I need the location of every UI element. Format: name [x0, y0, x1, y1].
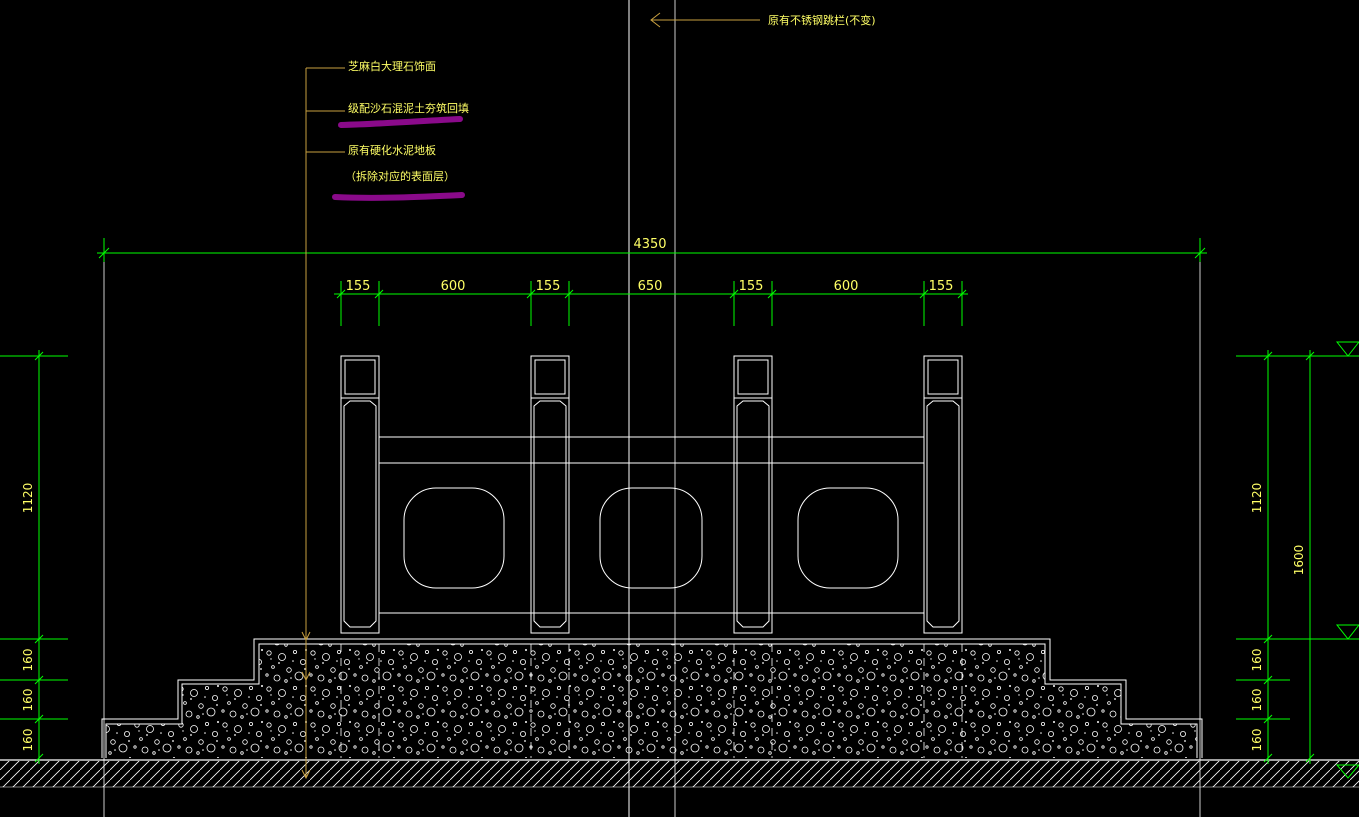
vertical-dimensions-right — [1236, 341, 1359, 779]
dim-seg-5: 155 — [739, 279, 764, 294]
dimension-labels: 4350 155 600 155 650 155 600 155 1120 16… — [21, 237, 1306, 751]
elevation-marker-ground — [1335, 764, 1359, 779]
elevation-marker-mid — [1335, 624, 1359, 640]
base-outline-inner — [105, 643, 1198, 758]
dim-right-1120: 1120 — [1250, 483, 1264, 514]
note-layer-3: 原有硬化水泥地板 — [348, 143, 436, 157]
note-top: 原有不锈钢跳栏(不变) — [768, 13, 876, 27]
dim-seg-7: 155 — [929, 279, 954, 294]
elevation-marker-top — [1335, 341, 1359, 357]
panel-medallion-center — [599, 487, 703, 589]
dim-right-160-a: 160 — [1250, 649, 1264, 672]
panel-medallion-left — [403, 487, 505, 589]
highlight-marks — [332, 116, 465, 201]
dim-left-160-a: 160 — [21, 649, 35, 672]
note-layer-3b: （拆除对应的表面层） — [345, 169, 455, 183]
highlight-mark-1 — [338, 116, 463, 128]
dim-right-1600: 1600 — [1292, 545, 1306, 576]
post-3 — [733, 355, 773, 634]
annotations: 原有不锈钢跳栏(不变) 芝麻白大理石饰面 级配沙石混泥土夯筑回填 原有硬化水泥地… — [345, 13, 876, 183]
post-4 — [923, 355, 963, 634]
dim-left-160-b: 160 — [21, 689, 35, 712]
leaders — [301, 12, 760, 780]
dim-seg-6: 600 — [834, 279, 859, 294]
dim-seg-3: 155 — [536, 279, 561, 294]
note-layer-1: 芝麻白大理石饰面 — [348, 59, 436, 73]
post-1 — [340, 355, 380, 634]
panel-medallion-right — [797, 487, 899, 589]
dim-seg-4: 650 — [638, 279, 663, 294]
dim-left-160-c: 160 — [21, 729, 35, 752]
dim-seg-1: 155 — [346, 279, 371, 294]
segment-ticks — [336, 281, 967, 326]
dim-total: 4350 — [633, 237, 666, 252]
stepped-base — [101, 638, 1203, 758]
base-fill — [106, 644, 1197, 758]
dim-right-160-b: 160 — [1250, 689, 1264, 712]
vertical-dimensions-left — [0, 350, 68, 764]
ground-hatch — [0, 761, 1359, 787]
ground — [0, 759, 1359, 788]
hidden-lines — [340, 644, 963, 758]
horizontal-dimensions — [97, 238, 1207, 326]
highlight-mark-2 — [332, 192, 465, 201]
note-layer-2: 级配沙石混泥土夯筑回填 — [348, 101, 469, 115]
dim-right-160-c: 160 — [1250, 729, 1264, 752]
balustrade — [340, 355, 963, 640]
post-2 — [530, 355, 570, 634]
dim-seg-2: 600 — [441, 279, 466, 294]
dim-left-1120: 1120 — [21, 483, 35, 514]
